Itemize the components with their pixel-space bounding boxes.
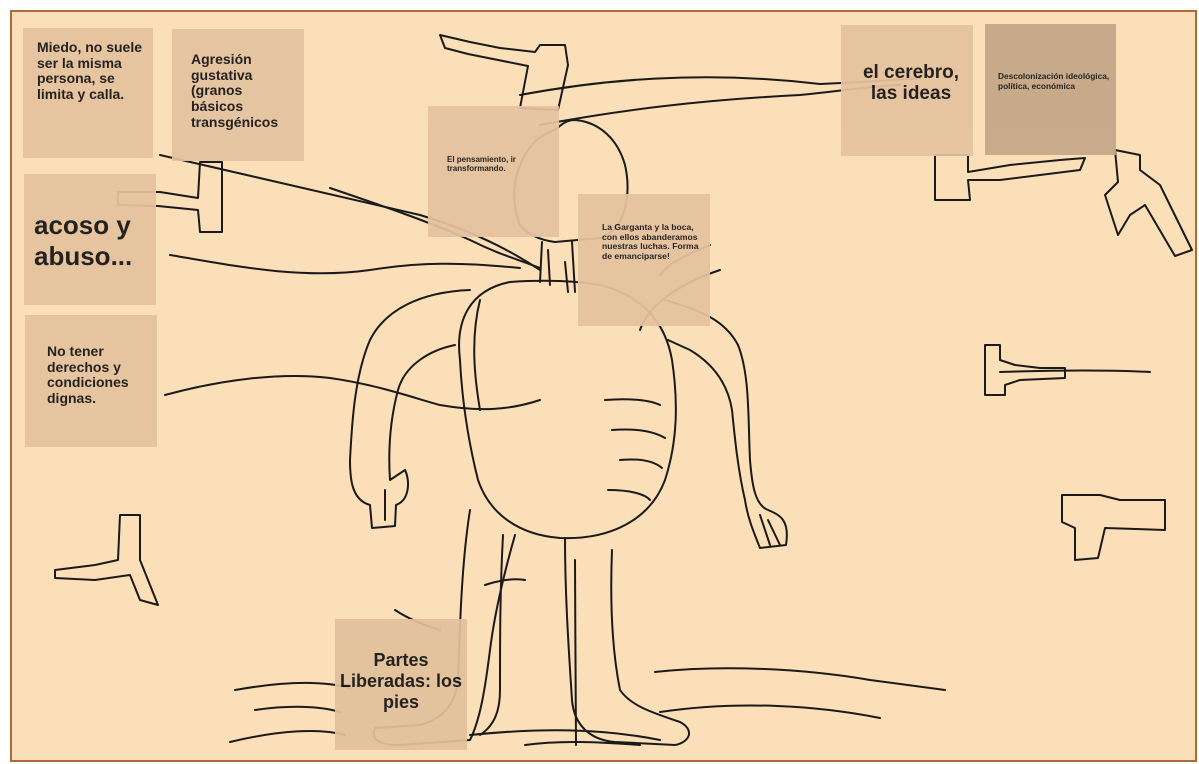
note-garganta: La Garganta y la boca, con ellos abander…	[578, 194, 710, 326]
note-acoso-text: acoso y abuso...	[34, 210, 132, 271]
note-cerebro: el cerebro, las ideas	[841, 25, 973, 156]
note-pies: Partes Liberadas: los pies	[335, 619, 467, 750]
note-garganta-text: La Garganta y la boca, con ellos abander…	[602, 222, 698, 261]
note-pies-text: Partes Liberadas: los pies	[340, 650, 462, 712]
note-cerebro-text: el cerebro, las ideas	[863, 62, 959, 104]
note-agresion-text: Agresión gustativa (granos básicos trans…	[191, 51, 278, 130]
note-miedo: Miedo, no suele ser la misma persona, se…	[23, 28, 153, 158]
note-agresion: Agresión gustativa (granos básicos trans…	[172, 29, 304, 161]
note-acoso: acoso y abuso...	[24, 174, 156, 305]
note-pensamiento: El pensamiento, ir transformando.	[428, 106, 559, 237]
note-derechos: No tener derechos y condiciones dignas.	[25, 315, 157, 447]
note-descolonizacion-text: Descolonización ideológica, política, ec…	[998, 71, 1109, 91]
note-descolonizacion: Descolonización ideológica, política, ec…	[985, 24, 1116, 155]
note-miedo-text: Miedo, no suele ser la misma persona, se…	[37, 39, 142, 102]
note-derechos-text: No tener derechos y condiciones dignas.	[47, 343, 129, 406]
note-pensamiento-text: El pensamiento, ir transformando.	[447, 155, 516, 173]
